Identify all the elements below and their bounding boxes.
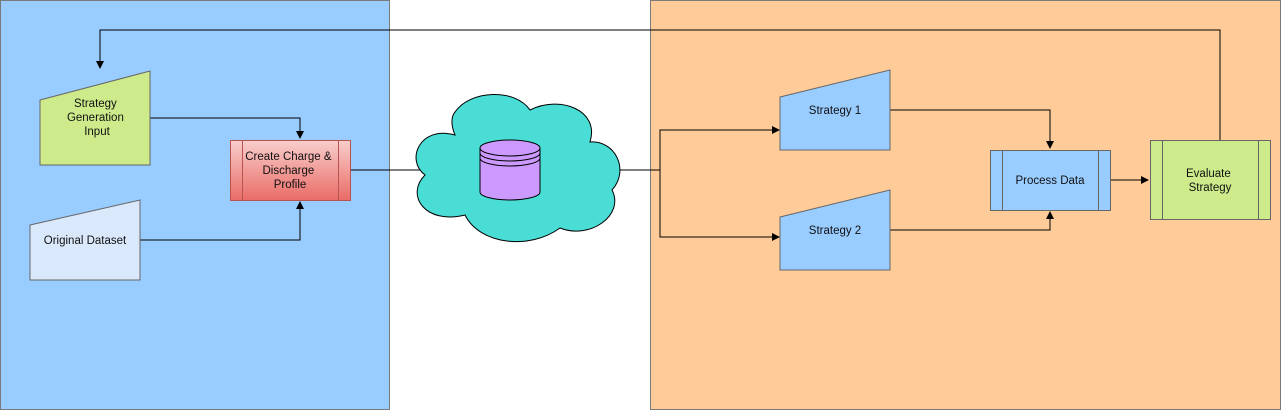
predefined-process-shape (1150, 140, 1271, 220)
strategy-1-node[interactable]: Strategy 1 (779, 69, 891, 151)
edge-split-to-strategy-1 (659, 126, 780, 170)
create-profile-label: Create Charge & Discharge Profile (245, 151, 335, 191)
manual-input-shape (39, 70, 151, 166)
edges (96, 29, 1221, 241)
evaluate-strategy-label: Evaluate Strategy (1186, 168, 1234, 194)
strategy-2-label: Strategy 2 (809, 225, 861, 237)
process-data-node[interactable]: Process Data (990, 150, 1111, 211)
database-icon (479, 139, 541, 201)
process-data-label: Process Data (1015, 175, 1085, 187)
edge-dataset-to-profile (140, 201, 304, 241)
database-node[interactable] (479, 139, 541, 201)
manual-input-shape (779, 69, 891, 151)
left-panel (0, 0, 390, 410)
predefined-process-shape (990, 150, 1111, 211)
predefined-process-shape (230, 140, 351, 201)
original-dataset-node[interactable]: Original Dataset (29, 199, 141, 281)
strategy-input-node[interactable]: Strategy Generation Input (39, 70, 151, 166)
strategy-2-node[interactable]: Strategy 2 (779, 189, 891, 271)
strategy-1-label: Strategy 1 (809, 105, 861, 117)
edge-strategy-2-to-process (890, 211, 1054, 231)
original-dataset-label: Original Dataset (44, 235, 127, 247)
manual-input-shape (779, 189, 891, 271)
edge-strategy-1-to-process (890, 109, 1054, 149)
edge-split-to-strategy-2 (659, 170, 780, 241)
edge-evaluate-feedback (96, 29, 1221, 140)
strategy-input-label: Strategy Generation Input (67, 98, 127, 138)
edge-input-to-profile (150, 117, 304, 139)
create-profile-node[interactable]: Create Charge & Discharge Profile (230, 140, 351, 201)
evaluate-strategy-node[interactable]: Evaluate Strategy (1150, 140, 1271, 220)
manual-input-shape (29, 199, 141, 281)
